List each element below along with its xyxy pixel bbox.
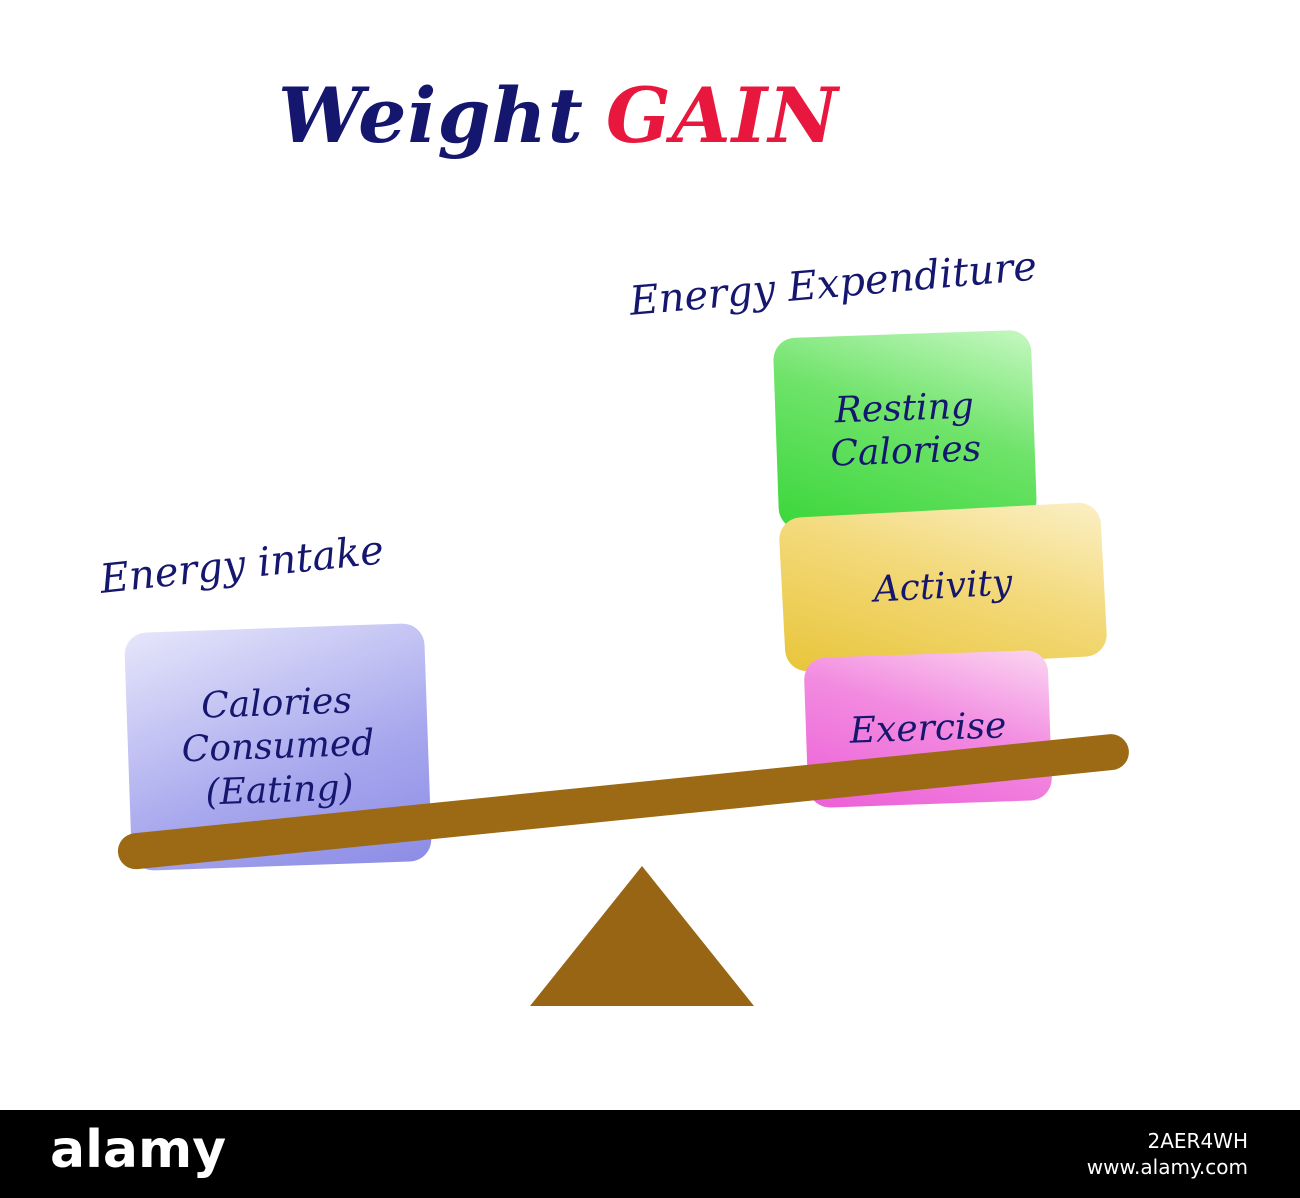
heading-energy-intake: Energy intake [97,527,386,603]
box-resting-calories: Resting Calories [772,329,1038,531]
alamy-logo: alamy [50,1120,227,1180]
box-activity-label: Activity [872,562,1014,612]
title-word-weight: Weight [278,71,584,160]
scale-fulcrum [530,866,754,1006]
title-word-gain: GAIN [605,71,839,160]
box-calories-consumed-label: Calories Consumed (Eating) [181,680,375,814]
image-id: 2AER4WH [1147,1129,1248,1153]
image-reference: 2AER4WH www.alamy.com [1087,1128,1248,1180]
heading-energy-expenditure: Energy Expenditure [627,243,1039,325]
box-activity: Activity [778,501,1108,673]
site-url: www.alamy.com [1086,1155,1248,1179]
box-resting-calories-label: Resting Calories [829,385,982,475]
footer-bar: alamy 2AER4WH www.alamy.com [0,1110,1300,1198]
